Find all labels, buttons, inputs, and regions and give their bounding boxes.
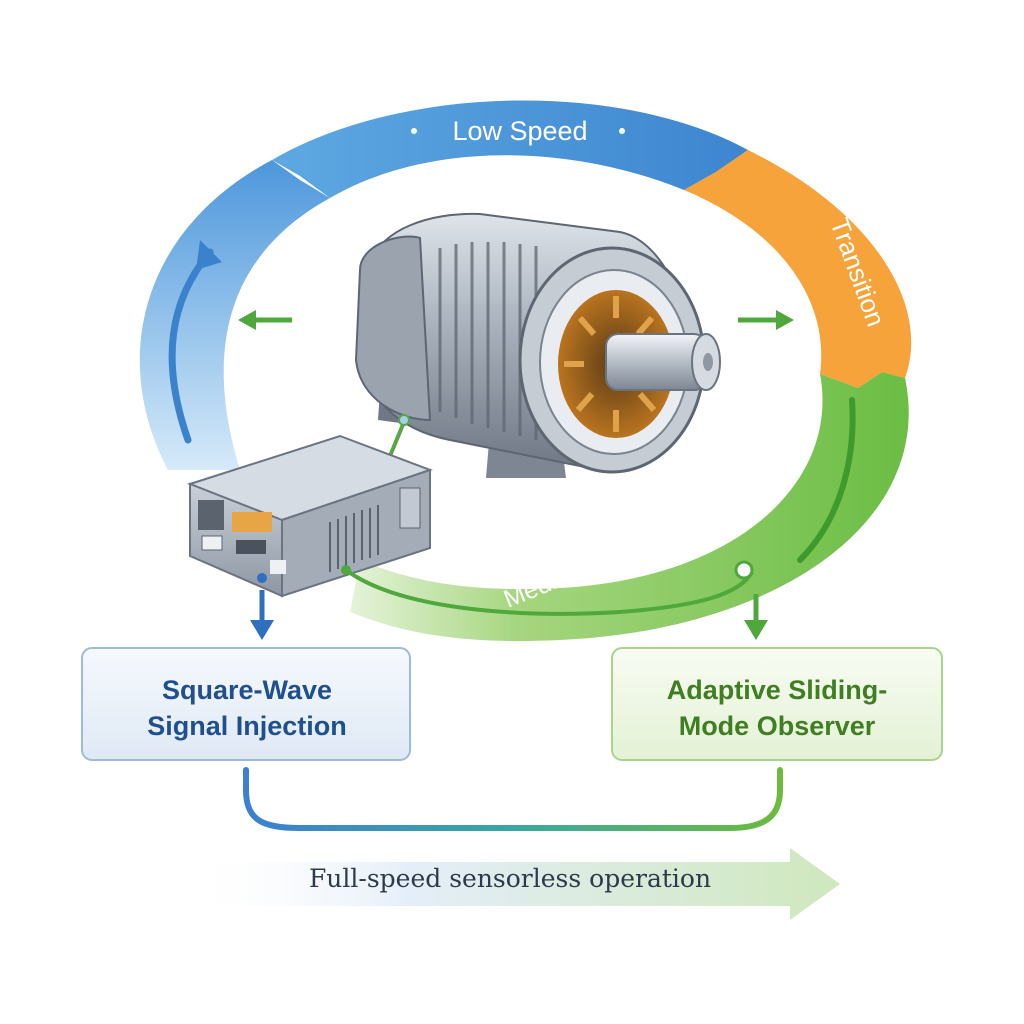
low-speed-label: Low Speed xyxy=(452,116,587,146)
injection-line-2: Signal Injection xyxy=(147,711,347,741)
link-node xyxy=(341,565,351,575)
injection-line-1: Square-Wave xyxy=(161,675,333,705)
square-wave-injection-text: Square-Wave Signal Injection xyxy=(84,672,410,744)
medium-high-speed-arc xyxy=(350,372,909,642)
link-node xyxy=(734,560,754,580)
observer-line-2: Mode Observer xyxy=(678,711,876,741)
square-wave-injection-box xyxy=(81,647,411,761)
adaptive-smo-box xyxy=(611,647,943,761)
transition-arc xyxy=(684,150,912,388)
full-speed-arrow-icon xyxy=(180,848,840,920)
bullet-dot xyxy=(619,128,625,134)
adaptive-smo-text: Adaptive Sliding- Mode Observer xyxy=(614,672,940,744)
low-speed-left-arc xyxy=(139,160,330,470)
medium-high-down-line xyxy=(797,397,856,563)
bullet-dot xyxy=(411,128,417,134)
full-speed-caption: Full-speed sensorless operation xyxy=(308,864,712,893)
link-node xyxy=(398,414,410,426)
low-speed-up-arrow-icon xyxy=(168,248,214,444)
arrow-down-icon xyxy=(744,594,768,640)
arrow-down-icon xyxy=(250,573,274,640)
arrowhead-up-icon xyxy=(196,240,222,270)
low-speed-arc xyxy=(272,100,748,198)
speed-cycle-ring xyxy=(139,100,912,642)
electric-motor-icon xyxy=(354,212,721,478)
controller-to-observer-line xyxy=(344,568,754,616)
motor-drive-controller-icon xyxy=(187,434,433,598)
observer-line-1: Adaptive Sliding- xyxy=(666,675,888,705)
arrow-right-icon xyxy=(738,310,794,330)
methods-connector xyxy=(243,767,783,831)
motor-controller-link xyxy=(388,421,406,457)
arrow-left-icon xyxy=(238,310,292,330)
